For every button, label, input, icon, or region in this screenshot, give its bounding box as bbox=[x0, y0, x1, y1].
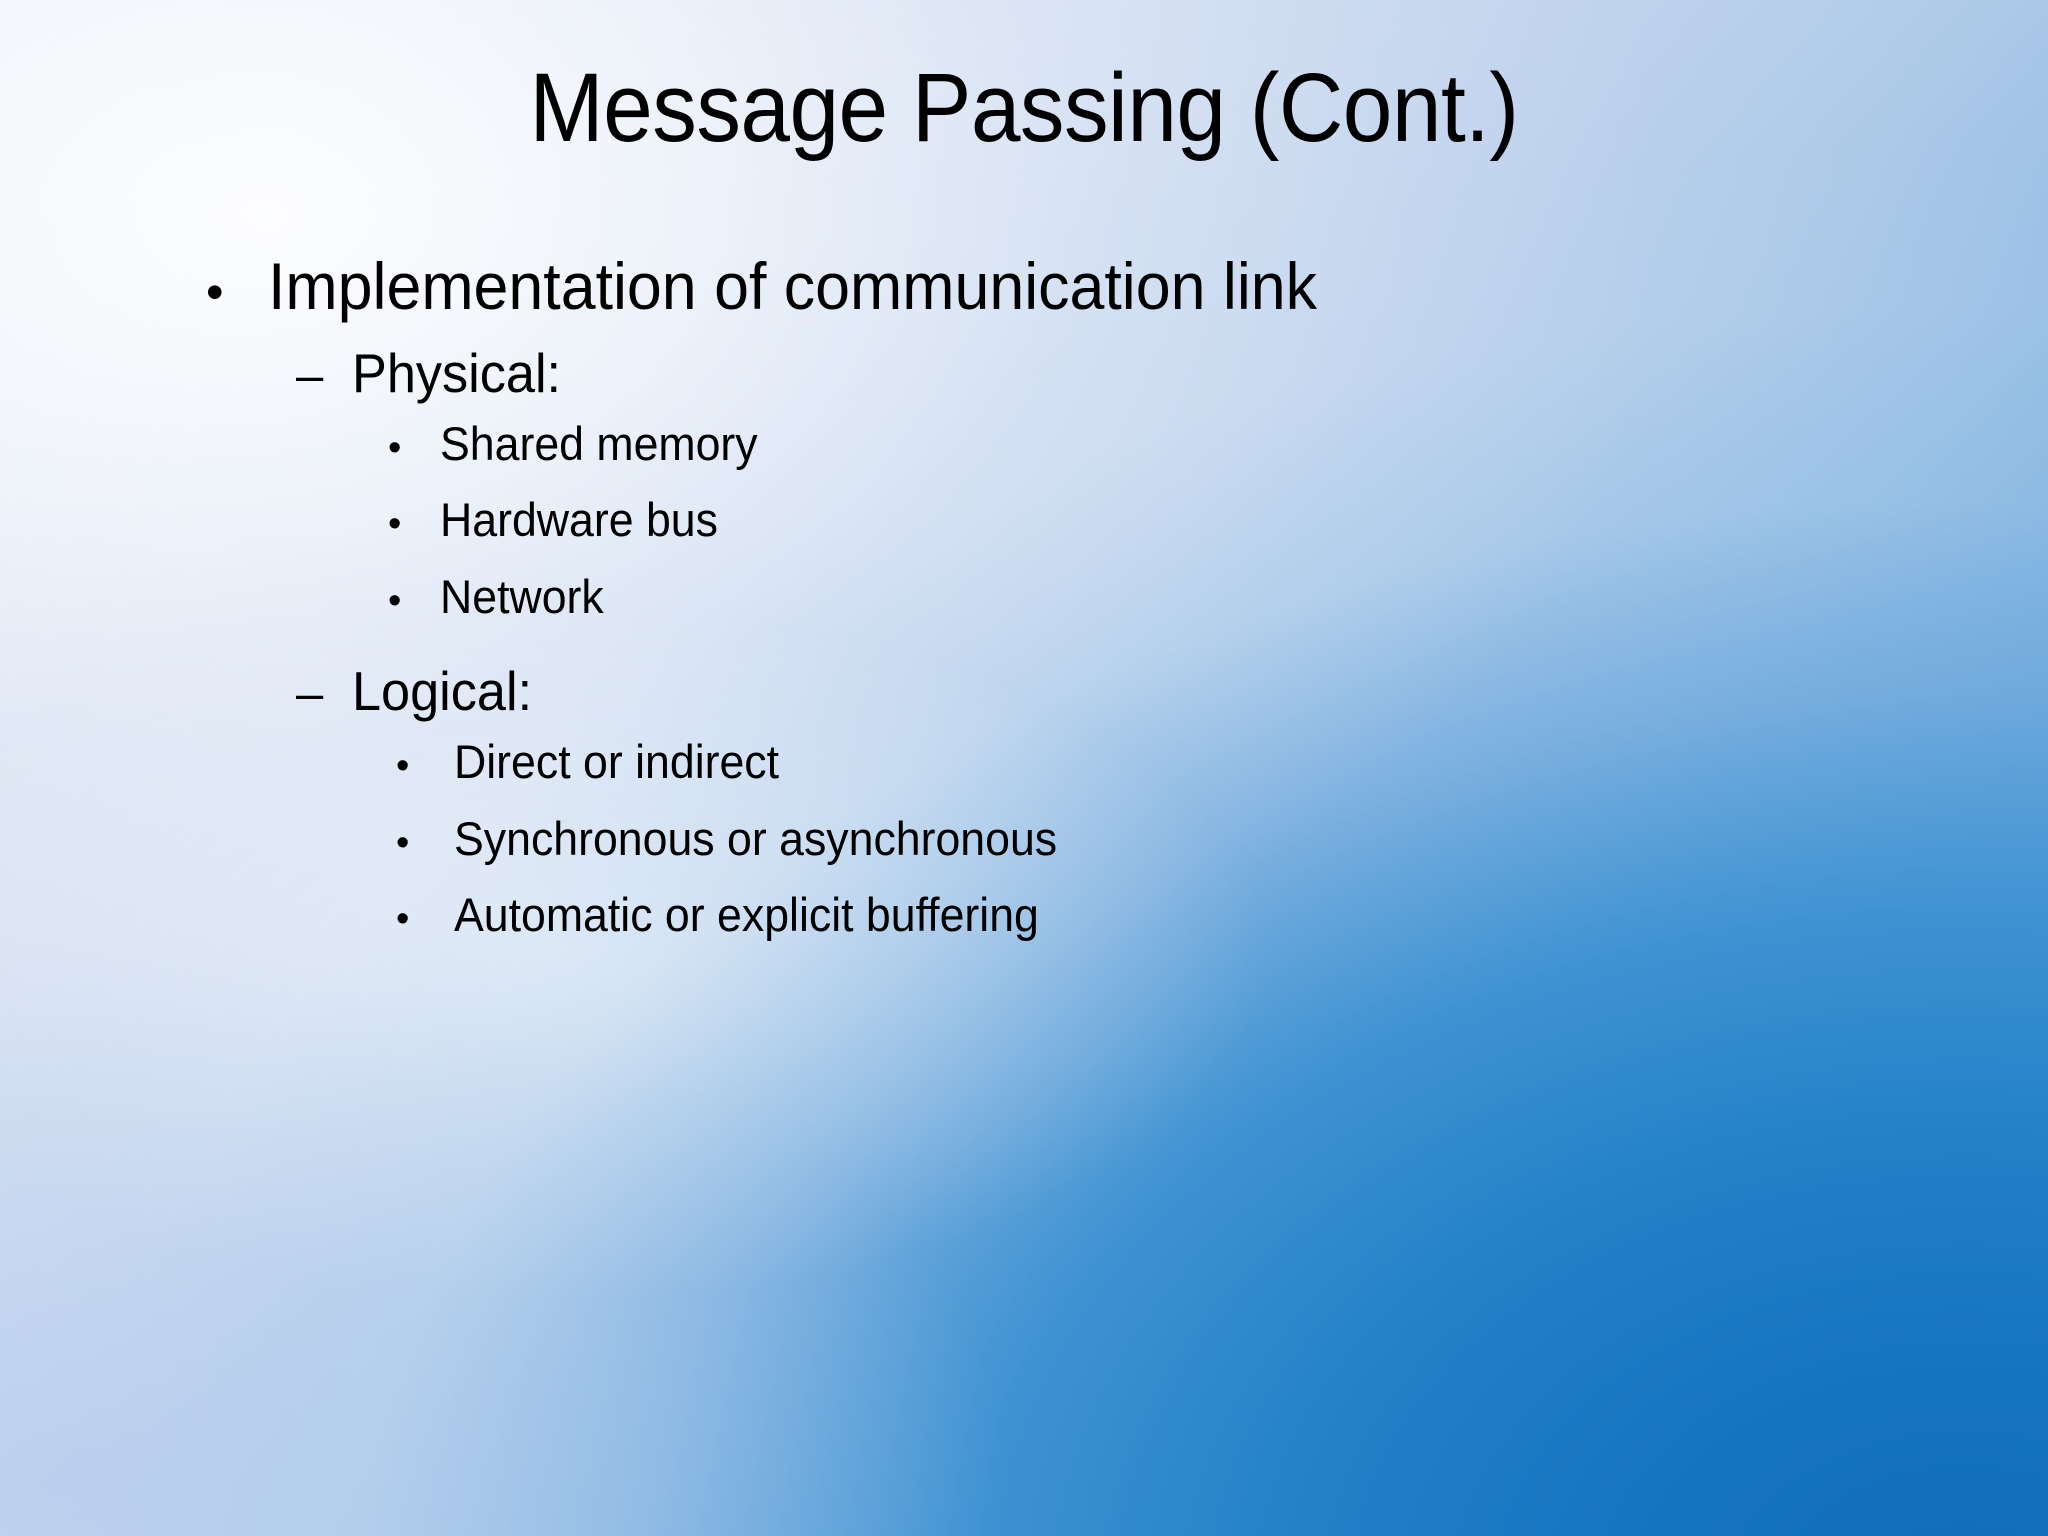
bullet-level1-implementation: • Implementation of communication link bbox=[206, 249, 1966, 324]
bullet-dot-icon: • bbox=[206, 264, 224, 320]
bullet-level3-network: • Network bbox=[388, 570, 1966, 625]
bullet-level3-label: Synchronous or asynchronous bbox=[454, 811, 1058, 865]
slide-title: Message Passing (Cont.) bbox=[529, 53, 1519, 162]
slide-body-outline: • Implementation of communication link –… bbox=[206, 249, 1966, 965]
bullet-dot-icon: • bbox=[388, 579, 402, 622]
bullet-level2-label: Logical: bbox=[352, 660, 533, 723]
bullet-dot-icon: • bbox=[388, 426, 402, 469]
bullet-level2-physical: – Physical: bbox=[296, 342, 1966, 405]
bullet-level3-synchronous-or-asynchronous: • Synchronous or asynchronous bbox=[396, 812, 1966, 867]
bullet-level3-label: Direct or indirect bbox=[454, 735, 780, 789]
bullet-level3-label: Shared memory bbox=[440, 416, 758, 470]
bullet-level3-label: Hardware bus bbox=[440, 493, 718, 547]
bullet-dash-icon: – bbox=[296, 348, 324, 403]
bullet-level2-label: Physical: bbox=[352, 341, 562, 404]
bullet-level3-label: Network bbox=[440, 569, 604, 623]
bullet-dash-icon: – bbox=[296, 667, 324, 722]
bullet-level3-label: Automatic or explicit buffering bbox=[454, 888, 1039, 942]
bullet-level3-shared-memory: • Shared memory bbox=[388, 417, 1966, 472]
bullet-level3-direct-or-indirect: • Direct or indirect bbox=[396, 735, 1966, 790]
bullet-level2-logical: – Logical: bbox=[296, 660, 1966, 723]
bullet-dot-icon: • bbox=[396, 745, 410, 788]
bullet-level3-automatic-or-explicit-buffering: • Automatic or explicit buffering bbox=[396, 888, 1966, 943]
bullet-dot-icon: • bbox=[396, 898, 410, 941]
bullet-level1-label: Implementation of communication link bbox=[268, 249, 1317, 323]
bullet-dot-icon: • bbox=[388, 503, 402, 546]
bullet-level3-hardware-bus: • Hardware bus bbox=[388, 493, 1966, 548]
outline-group-spacer bbox=[206, 646, 1966, 660]
bullet-dot-icon: • bbox=[396, 821, 410, 864]
